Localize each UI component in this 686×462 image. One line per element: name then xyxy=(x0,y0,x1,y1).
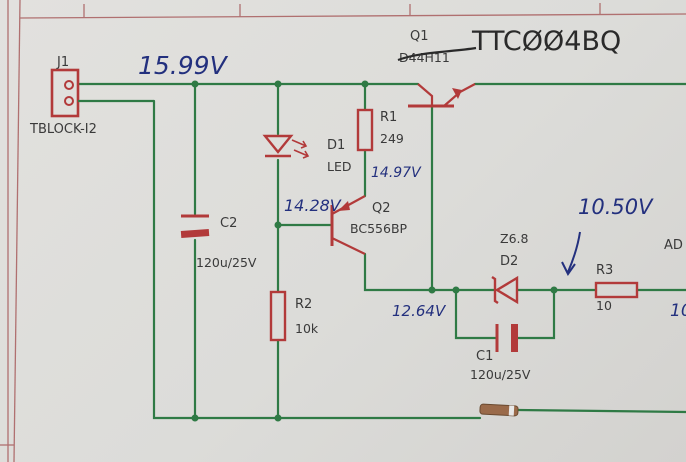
r3-value: 10 xyxy=(596,298,612,313)
annotation-arrowhead xyxy=(561,261,576,276)
edge-output-voltage: 10. xyxy=(670,301,686,321)
q1-handwritten-value: TTCØØ4BQ xyxy=(471,26,621,57)
q1-crossed-value: D44H11 xyxy=(399,50,450,65)
resistor-r1: R1 249 xyxy=(356,108,404,152)
j1-ref: J1 xyxy=(56,55,69,70)
d1-value: LED xyxy=(327,159,352,174)
axial-diode xyxy=(479,403,519,417)
r2-value: 10k xyxy=(295,321,319,336)
r1-voltage-note: 14.97V xyxy=(371,165,422,181)
q2-ref: Q2 xyxy=(372,201,391,216)
q2-voltage-note: 14.28V xyxy=(284,196,342,215)
r2-ref: R2 xyxy=(295,297,312,312)
c2-ref: C2 xyxy=(220,216,237,231)
d1-ref: D1 xyxy=(327,138,345,153)
r1-ref: R1 xyxy=(380,110,397,125)
node-voltage-note: 12.64V xyxy=(392,302,447,320)
capacitor-c2: C2 120u/25V xyxy=(180,214,257,270)
c2-value: 120u/25V xyxy=(196,255,257,270)
led-d1: D1 LED xyxy=(262,134,352,174)
transistor-q1: Q1 D44H11 TTCØØ4BQ xyxy=(397,26,621,108)
q2-value: BC556BP xyxy=(350,221,408,236)
j1-value: TBLOCK-I2 xyxy=(29,122,97,137)
resistor-r3: R3 10 xyxy=(594,263,639,313)
q1-ref: Q1 xyxy=(410,29,429,44)
d2-value: Z6.8 xyxy=(500,231,528,246)
wires xyxy=(76,82,686,420)
r1-value: 249 xyxy=(380,131,404,146)
r3-ref: R3 xyxy=(596,263,613,278)
d2-ref: D2 xyxy=(500,254,518,269)
junction-dots xyxy=(191,80,558,422)
zener-d2: Z6.8 D2 xyxy=(491,231,528,305)
q1-strike-mark xyxy=(397,46,477,62)
handwritten-annotations: 15.99V 14.97V 14.28V 12.64V 10.50V xyxy=(138,51,654,320)
c1-value: 120u/25V xyxy=(470,367,531,382)
resistor-r2: R2 10k xyxy=(269,290,319,342)
capacitor-c1: C1 120u/25V xyxy=(470,324,531,382)
output-voltage-note: 10.50V xyxy=(578,195,654,219)
edge-label-ad: AD xyxy=(664,238,683,253)
c1-ref: C1 xyxy=(476,349,493,364)
annotation-arrow xyxy=(567,231,581,273)
input-voltage-note: 15.99V xyxy=(138,51,229,80)
connector-j1: J1 TBLOCK-I2 xyxy=(29,55,154,137)
transistor-q2: Q2 BC556BP xyxy=(330,195,408,255)
